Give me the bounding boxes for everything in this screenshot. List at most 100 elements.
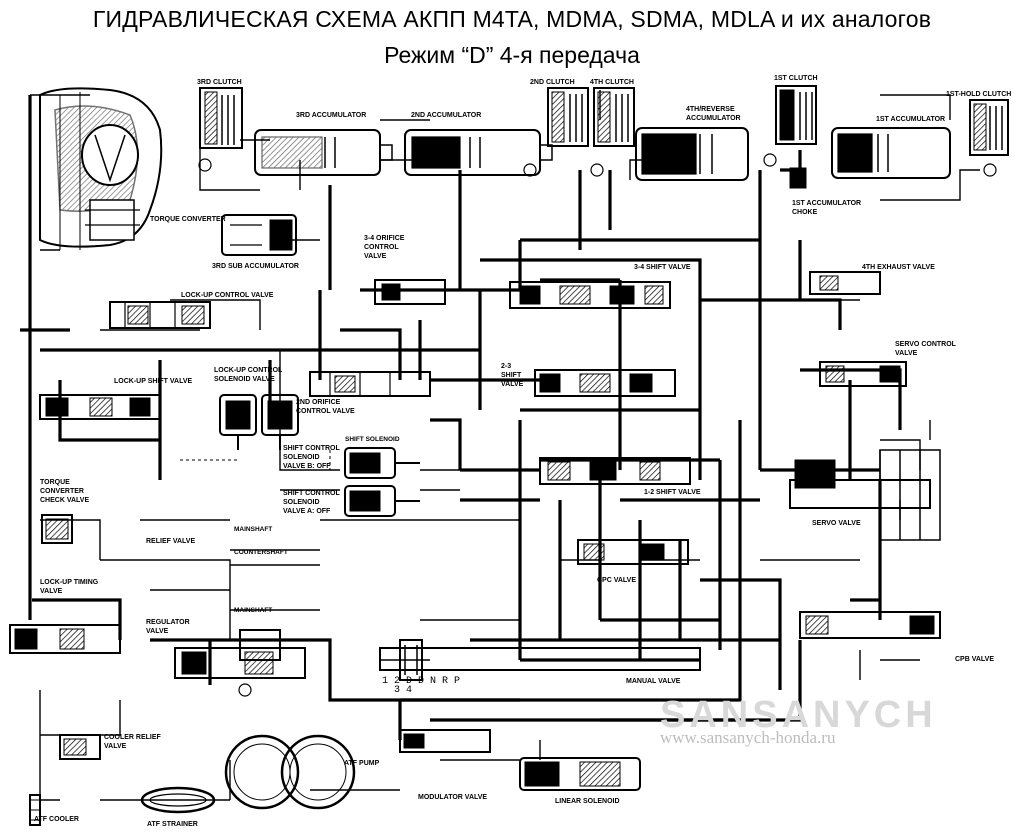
label-1st-accumulator: 1ST ACCUMULATOR — [876, 116, 945, 123]
atf-pump — [224, 734, 356, 810]
label-cooler-relief-2: VALVE — [104, 743, 127, 750]
label-servo-control-1: SERVO CONTROL — [895, 341, 957, 348]
label-shift-solenoid: SHIFT SOLENOID — [345, 436, 400, 443]
valve-servo-control — [819, 361, 907, 387]
shift-solenoids — [344, 447, 420, 517]
label-lockup-control-valve: LOCK-UP CONTROL VALVE — [181, 292, 274, 299]
accumulator-4th-reverse — [635, 127, 749, 181]
label-2nd-orifice-1: 2ND ORIFICE — [296, 399, 341, 406]
label-choke-2: CHOKE — [792, 209, 818, 216]
sub-accumulator-3rd — [221, 214, 297, 256]
valve-tcc-check — [41, 514, 73, 544]
valve-2-3-shift — [534, 369, 676, 397]
label-tcc-2: CONVERTER — [40, 488, 84, 495]
label-modulator-valve: MODULATOR VALVE — [418, 794, 487, 801]
label-atf-strainer: ATF STRAINER — [147, 821, 198, 828]
clutch-pack-1st-hold — [969, 99, 1009, 156]
valve-cpc — [577, 539, 689, 565]
clutch-pack-3rd — [199, 87, 243, 149]
valve-regulator — [174, 629, 306, 679]
label-lockup-timing-2: VALVE — [40, 588, 63, 595]
valve-3-4-shift — [509, 281, 671, 309]
label-3rd-accumulator: 3RD ACCUMULATOR — [296, 112, 366, 119]
label-gear-positions-2: 3 4 — [394, 685, 412, 696]
label-linear-solenoid: LINEAR SOLENOID — [555, 798, 620, 805]
valve-lockup-timing — [9, 624, 121, 654]
label-3rd-sub-accumulator: 3RD SUB ACCUMULATOR — [212, 263, 299, 270]
label-orifice-2: CONTROL — [364, 244, 399, 251]
label-3-4-shift-valve: 3-4 SHIFT VALVE — [634, 264, 691, 271]
watermark-logo: SANSANYCH — [660, 694, 937, 736]
label-4th-reverse-acc-1: 4TH/REVERSE — [686, 106, 735, 113]
label-4th-clutch: 4TH CLUTCH — [590, 79, 634, 86]
valve-3-4-orifice — [374, 279, 446, 305]
label-regulator-2: VALVE — [146, 628, 169, 635]
label-scs-b-1: SHIFT CONTROL — [283, 445, 340, 452]
label-1st-hold-clutch: 1ST-HOLD CLUTCH — [946, 91, 1011, 98]
label-3rd-clutch: 3RD CLUTCH — [197, 79, 242, 86]
label-scs-a-1: SHIFT CONTROL — [283, 490, 340, 497]
clutch-pack-4th — [593, 87, 635, 147]
label-1st-clutch: 1ST CLUTCH — [774, 75, 818, 82]
component-labels: 3RD CLUTCH 3RD ACCUMULATOR 2ND ACCUMULAT… — [34, 75, 1011, 828]
label-lockup-timing-1: LOCK-UP TIMING — [40, 579, 99, 586]
label-cpc-valve: CPC VALVE — [597, 577, 636, 584]
choke-1st-acc — [789, 167, 807, 189]
label-cooler-relief-1: COOLER RELIEF — [104, 734, 162, 741]
label-gear-positions: 1 2 D D N R P — [382, 676, 460, 687]
clutch-pack-2nd — [547, 87, 589, 147]
valve-lockup-shift — [39, 394, 161, 420]
label-2-3-shift-2: SHIFT — [501, 372, 522, 379]
label-choke-1: 1ST ACCUMULATOR — [792, 200, 861, 207]
valve-cooler-relief — [59, 734, 101, 760]
label-manual-valve: MANUAL VALVE — [626, 678, 681, 685]
valve-1-2-shift — [539, 457, 691, 485]
torque-converter — [39, 87, 163, 250]
clutch-pack-1st — [775, 85, 817, 145]
label-scs-a-2: SOLENOID — [283, 499, 320, 506]
valve-cpb — [799, 611, 941, 639]
label-servo-valve: SERVO VALVE — [812, 520, 861, 527]
watermark-url: www.sansanych-honda.ru — [660, 728, 836, 747]
label-torque-converter: TORQUE CONVERTER — [150, 216, 226, 223]
label-cpb-valve: CPB VALVE — [955, 656, 994, 663]
label-lockup-shift-valve: LOCK-UP SHIFT VALVE — [114, 378, 193, 385]
atf-strainer — [140, 786, 216, 814]
valve-modulator — [399, 729, 491, 753]
label-scs-b-3: VALVE B: OFF — [283, 463, 331, 470]
label-2nd-clutch: 2ND CLUTCH — [530, 79, 575, 86]
label-atf-pump: ATF PUMP — [344, 760, 380, 767]
valve-4th-exhaust — [809, 271, 881, 295]
label-atf-cooler: ATF COOLER — [34, 816, 79, 823]
linear-solenoid — [519, 757, 641, 791]
label-lockup-solenoid-2: SOLENOID VALVE — [214, 376, 275, 383]
label-tcc-3: CHECK VALVE — [40, 497, 89, 504]
pressure-gauges — [198, 153, 997, 697]
label-4th-exhaust-valve: 4TH EXHAUST VALVE — [862, 264, 935, 271]
label-2-3-shift-1: 2-3 — [501, 363, 511, 370]
accumulator-1st — [831, 127, 951, 179]
label-4th-reverse-acc-2: ACCUMULATOR — [686, 115, 741, 122]
atf-cooler — [29, 794, 41, 826]
label-2-3-shift-3: VALVE — [501, 381, 524, 388]
label-servo-control-2: VALVE — [895, 350, 918, 357]
label-orifice-3: VALVE — [364, 253, 387, 260]
accumulator-2nd — [404, 129, 553, 176]
page-title: ГИДРАВЛИЧЕСКАЯ СХЕМА АКПП M4TA, MDMA, SD… — [92, 6, 932, 32]
valve-servo — [789, 449, 941, 541]
valve-lockup-control — [109, 301, 211, 329]
label-orifice-1: 3-4 ORIFICE — [364, 235, 405, 242]
page-subtitle: Режим “D” 4-я передача — [384, 42, 640, 68]
label-2nd-orifice-2: CONTROL VALVE — [296, 408, 355, 415]
label-countershaft: COUNTERSHAFT — [234, 549, 288, 556]
label-scs-a-3: VALVE A: OFF — [283, 508, 331, 515]
valve-2nd-orifice — [309, 371, 431, 397]
label-tcc-1: TORQUE — [40, 479, 70, 486]
label-mainshaft-2: MAINSHAFT — [234, 607, 272, 614]
label-regulator-1: REGULATOR — [146, 619, 190, 626]
valve-manual — [379, 639, 701, 681]
label-relief-valve: RELIEF VALVE — [146, 538, 195, 545]
lockup-solenoids — [219, 394, 299, 450]
label-2nd-accumulator: 2ND ACCUMULATOR — [411, 112, 481, 119]
